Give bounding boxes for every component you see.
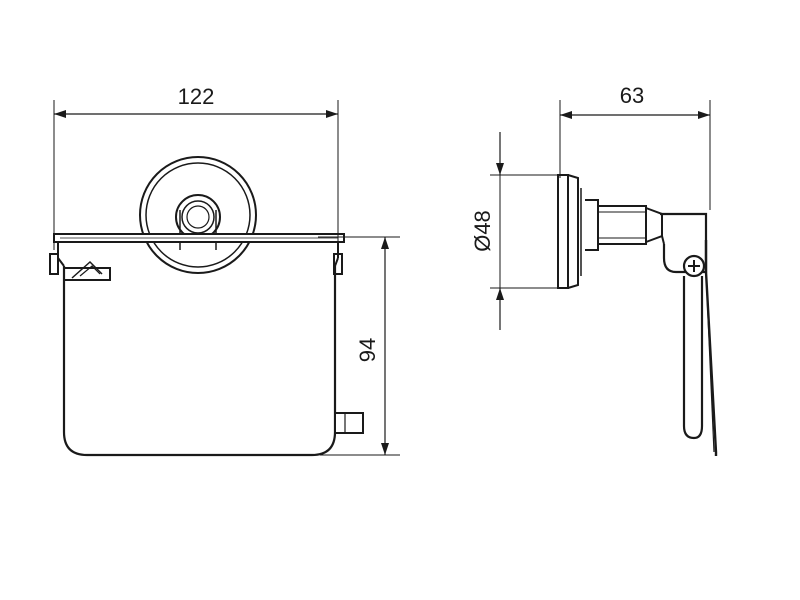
- side-hanging-bar: [682, 240, 718, 456]
- dimension-height: 94: [318, 236, 400, 456]
- dimension-diameter-label: Ø48: [470, 210, 495, 252]
- side-view: [557, 174, 718, 456]
- side-rosette: [557, 174, 582, 289]
- front-cover: [57, 242, 364, 457]
- side-screw-icon: [682, 254, 706, 278]
- front-rosette: [139, 156, 257, 274]
- dimension-depth-label: 63: [620, 83, 644, 108]
- dimension-width-label: 122: [178, 84, 215, 109]
- side-arm: [585, 199, 708, 274]
- dimension-height-label: 94: [355, 338, 380, 362]
- dimension-width: 122: [53, 84, 339, 250]
- front-view: [49, 156, 364, 457]
- dimension-diameter: Ø48: [470, 132, 560, 330]
- dimension-depth: 63: [559, 83, 711, 210]
